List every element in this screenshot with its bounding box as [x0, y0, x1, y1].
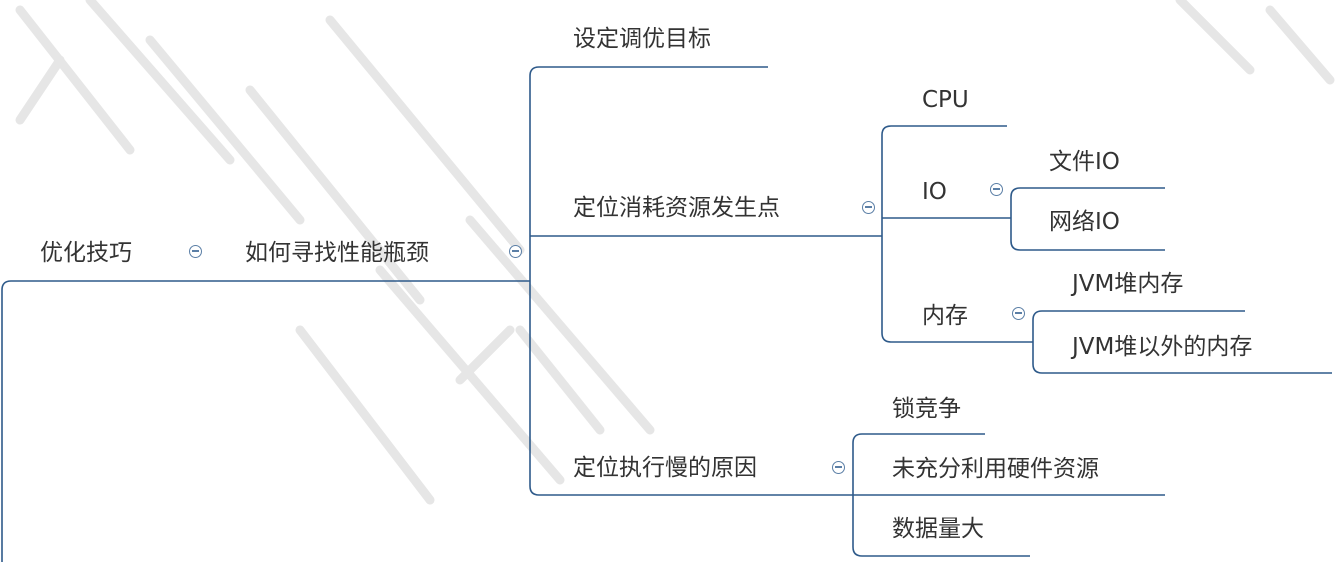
collapse-io-icon[interactable] — [990, 183, 1003, 196]
node-network-io[interactable]: 网络IO — [1049, 209, 1120, 235]
edge-trunk-down — [529, 278, 853, 496]
node-find-bottleneck[interactable]: 如何寻找性能瓶颈 — [245, 240, 429, 266]
edge-slow-fork-down — [852, 495, 1030, 557]
node-locate-resource[interactable]: 定位消耗资源发生点 — [573, 195, 780, 221]
collapse-locate-resource-icon[interactable] — [862, 201, 875, 214]
edge-mem-fork-down — [1032, 342, 1332, 374]
edge-io-fork-up — [1010, 187, 1165, 218]
node-set-goal[interactable]: 设定调优目标 — [573, 26, 711, 52]
node-file-io[interactable]: 文件IO — [1049, 149, 1120, 175]
node-underused-hardware[interactable]: 未充分利用硬件资源 — [892, 456, 1099, 482]
edge-resource-fork-down — [881, 236, 1033, 343]
node-large-data[interactable]: 数据量大 — [892, 516, 984, 542]
edge-slow-fork-up — [852, 433, 985, 495]
edge-trunk-level1 — [529, 66, 768, 278]
edge-io-fork-down — [1010, 218, 1165, 251]
node-root[interactable]: 优化技巧 — [40, 240, 132, 266]
edge-resource-fork-up — [881, 125, 1007, 236]
node-memory[interactable]: 内存 — [922, 303, 968, 329]
node-lock-contention[interactable]: 锁竞争 — [892, 396, 961, 422]
edge-mem-fork-up — [1032, 310, 1245, 342]
collapse-root-icon[interactable] — [189, 245, 202, 258]
node-cpu[interactable]: CPU — [922, 87, 969, 113]
node-locate-slow[interactable]: 定位执行慢的原因 — [573, 455, 757, 481]
collapse-find-bottleneck-icon[interactable] — [509, 245, 522, 258]
node-jvm-heap[interactable]: JVM堆内存 — [1072, 271, 1184, 297]
collapse-locate-slow-icon[interactable] — [832, 461, 845, 474]
node-jvm-offheap[interactable]: JVM堆以外的内存 — [1072, 334, 1253, 360]
edge-root — [1, 280, 530, 562]
collapse-memory-icon[interactable] — [1012, 307, 1025, 320]
node-io[interactable]: IO — [922, 179, 947, 205]
